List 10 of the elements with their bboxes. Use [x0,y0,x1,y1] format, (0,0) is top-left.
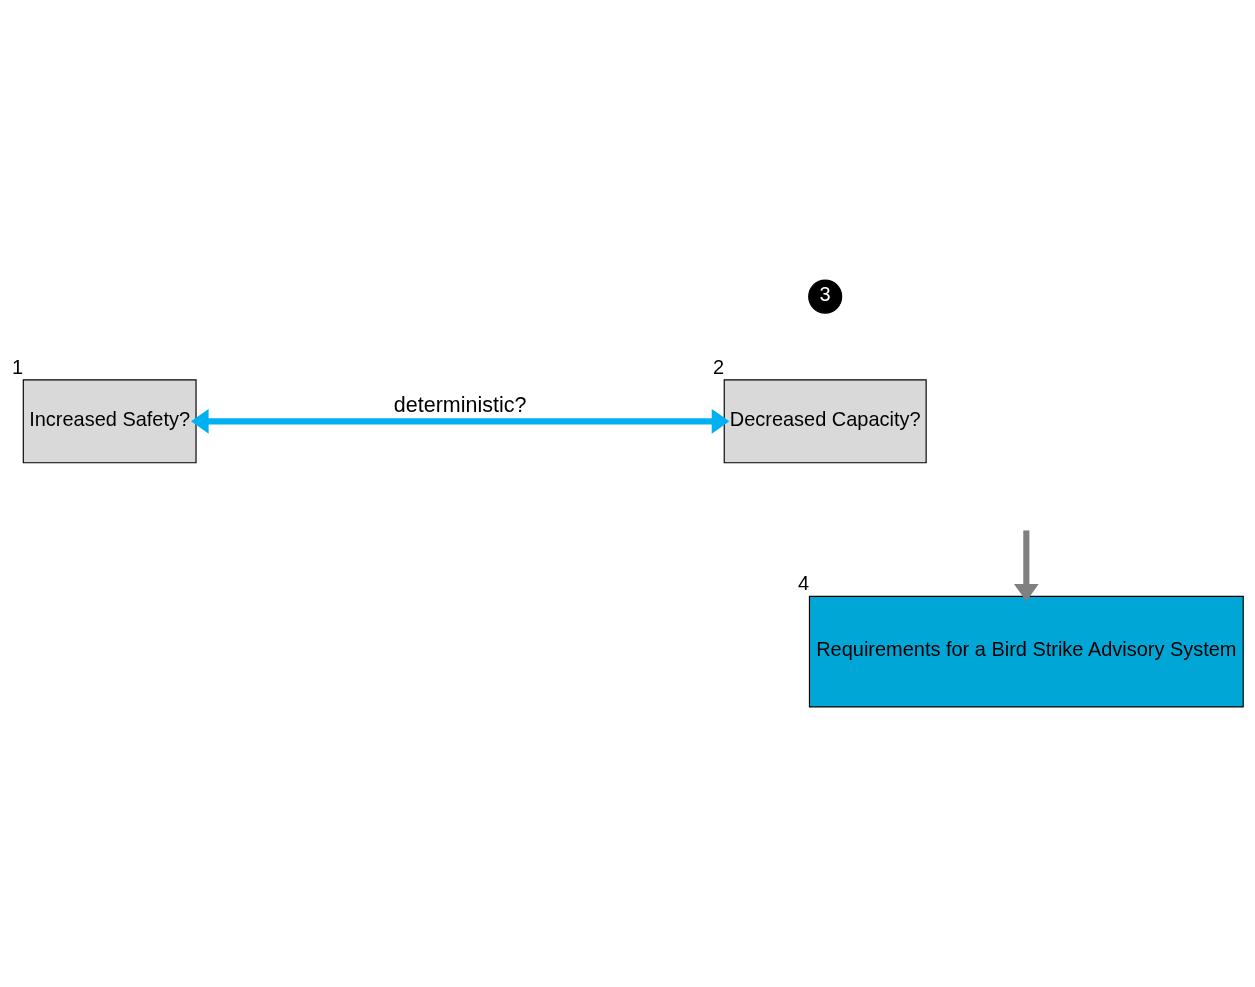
node-box: Decreased Capacity? [723,379,927,464]
arrow [190,409,730,434]
node-label: 2 [712,355,725,378]
arrow [1014,530,1039,602]
node-label: 1 [11,355,24,378]
edge-label: deterministic? [393,393,527,418]
node-box: Requirements for a Bird Strike Advisory System [808,595,1244,708]
node-box: Increased Safety? [22,379,197,464]
label: 3 [819,283,831,306]
node-label: 4 [798,572,810,595]
